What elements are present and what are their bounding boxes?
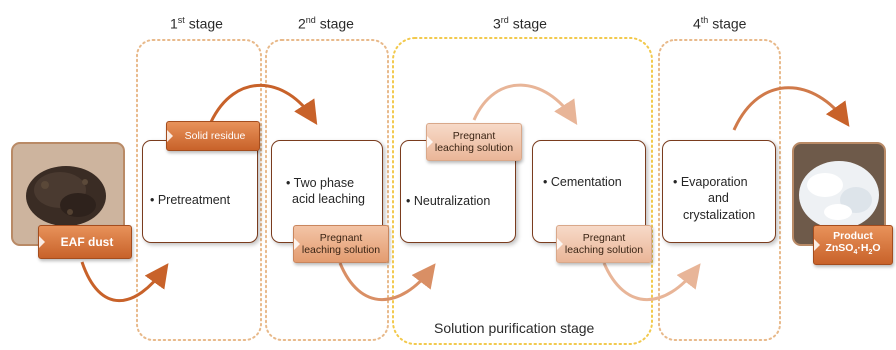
arrow-neutralization-to-cementation	[472, 83, 578, 126]
evaporation-text-2: and	[708, 191, 729, 205]
eaf-dust-photo	[11, 142, 125, 246]
acid-leaching-text-1: • Two phase	[286, 176, 355, 190]
stage-1-title: 1st stage	[170, 15, 223, 32]
acid-leaching-text-2: acid leaching	[292, 192, 365, 206]
eaf-dust-tag: EAF dust	[38, 225, 132, 259]
neutralization-text: • Neutralization	[406, 194, 491, 208]
evaporation-box: • Evaporation and crystalization	[662, 140, 776, 243]
arrow-cementation-to-evaporation	[602, 262, 701, 302]
product-crystals-photo	[792, 142, 886, 246]
arrow-dust-to-pretreatment	[80, 261, 169, 303]
arrow-residue-to-leaching	[209, 84, 318, 126]
pretreatment-box: • Pretreatment	[142, 140, 258, 243]
stage-4-frame	[658, 39, 781, 341]
stage-3-title: 3rd stage	[493, 15, 547, 32]
stage-2-frame	[265, 39, 389, 341]
evaporation-text-3: crystalization	[683, 208, 756, 222]
arrow-evaporation-to-product	[732, 86, 850, 131]
evaporation-text-1: • Evaporation	[673, 175, 748, 189]
stage-4-title: 4th stage	[693, 15, 747, 32]
pregnant-solution-tag-1: Pregnant leaching solution	[293, 225, 389, 263]
arrow-leaching-to-neutralization	[338, 262, 436, 302]
product-formula: ZnSO4·H2O	[825, 242, 881, 257]
purification-stage-frame	[392, 37, 653, 345]
neutralization-box: • Neutralization	[400, 140, 516, 243]
pretreatment-text: • Pretreatment	[150, 193, 231, 207]
stage-2-title: 2nd stage	[298, 15, 354, 32]
purification-stage-label: Solution purification stage	[434, 320, 595, 336]
pregnant-solution-tag-3: Pregnant leaching solution	[556, 225, 652, 263]
product-tag: Product ZnSO4·H2O	[813, 225, 893, 265]
solid-residue-tag: Solid residue	[166, 121, 260, 151]
cementation-text: • Cementation	[543, 175, 622, 189]
stage-1-frame	[136, 39, 262, 341]
pregnant-solution-tag-2: Pregnant leaching solution	[426, 123, 522, 161]
